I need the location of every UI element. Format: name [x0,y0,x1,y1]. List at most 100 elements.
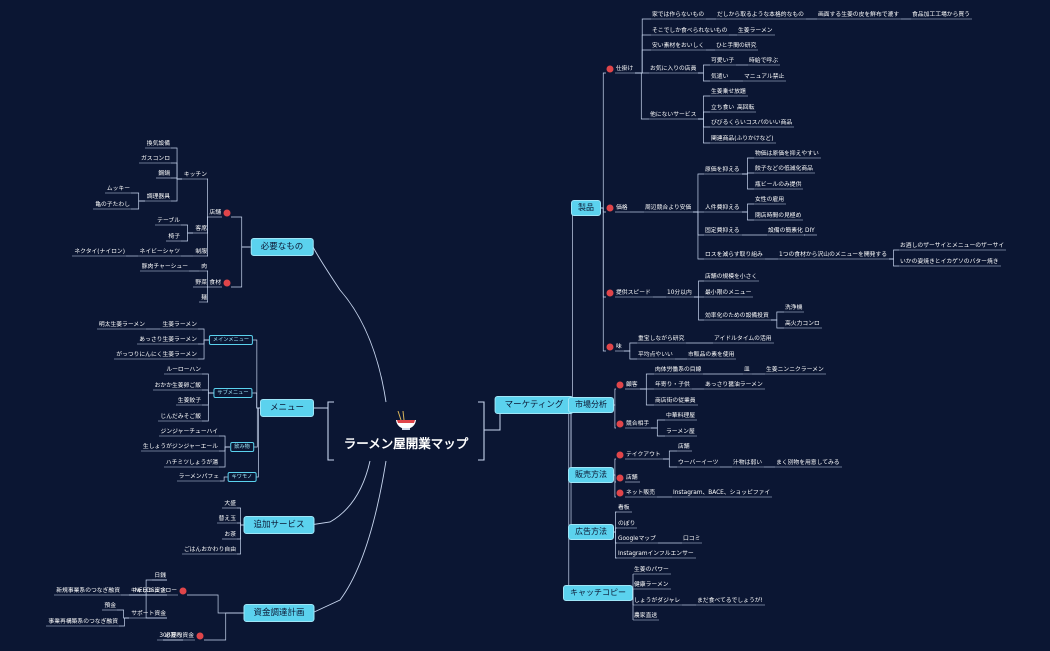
customer-item[interactable]: 肉体労働系の目線 [655,367,702,373]
ad-item[interactable]: 口コミ [683,536,701,542]
shikake-item[interactable]: 生姜乗せ放題 [711,89,746,95]
store-item[interactable]: 亀の子たわし [95,202,130,208]
price-item[interactable]: 物価は原価を抑えやすい [755,151,819,157]
price-item[interactable]: 閉店時間の見極め [755,213,802,219]
shikake-item[interactable]: 立ち食い [711,105,735,111]
taste-item[interactable]: 市販品の素を使用 [688,352,735,358]
takeout-item[interactable]: 店舗 [678,444,690,450]
main-menu-item[interactable]: あっさり生姜ラーメン [139,337,197,343]
speed-item[interactable]: 洗浄機 [785,305,803,311]
main-menu-item[interactable]: がっつりにんにく生姜ラーメン [116,352,197,358]
main-menu-item[interactable]: 生姜ラーメン [162,322,197,328]
shikake-item[interactable]: そこでしか食べられないもの [652,28,728,34]
drink-node[interactable]: 飲み物 [230,442,254,452]
competitor-item[interactable]: ラーメン屋 [666,429,695,435]
catch-copy-node[interactable]: キャッチコピー [563,585,633,601]
copy-item[interactable]: 農家直送 [634,613,658,619]
service-item[interactable]: お茶 [224,532,236,538]
shikake-item[interactable]: 時給で呼ぶ [749,58,778,64]
price-item[interactable]: 設備の簡素化 [768,228,803,234]
shikake-item[interactable]: 関連商品(ふりかけなど) [711,136,774,142]
copy-item[interactable]: 生姜のパワー [634,567,669,573]
ingredient-item[interactable]: 麺 [201,295,207,301]
shikake-item[interactable]: ひと手間の研究 [716,43,757,49]
speed-item[interactable]: 効率化のための設備投資 [705,313,769,319]
copy-item[interactable]: しょうがダジャレ [634,598,681,604]
ad-item[interactable]: Googleマップ [618,536,656,542]
store-sales-node[interactable]: 店舗 [626,475,638,481]
store-item[interactable]: テーブル [157,218,180,224]
takeout-item[interactable]: まく別物を用意してみる [776,460,840,466]
ad-method-node[interactable]: 広告方法 [568,524,614,540]
side-menu-node[interactable]: サブメニュー [213,388,253,398]
market-analysis-node[interactable]: 市場分析 [568,397,614,413]
cashflow-item[interactable]: 新規事業系のつなぎ融資 [56,588,120,594]
ad-item[interactable]: 看板 [618,505,630,511]
drink-item[interactable]: ジンジャーチューハイ [160,429,218,435]
service-item[interactable]: ごはんおかわり自由 [183,547,236,553]
drink-item[interactable]: 生しょうがジンジャーエール [142,444,218,450]
takeout-item[interactable]: 汁物は弱い [733,460,762,466]
customer-item[interactable]: 年寄り・子供 [655,382,690,388]
price-item[interactable]: お酒しのザーサイとメニューのザーサイ [900,243,1005,249]
cashflow-item[interactable]: 日銭 [154,573,166,579]
store-item[interactable]: 客席 [195,226,207,232]
marketing-node[interactable]: マーケティング [494,396,574,414]
side-menu-item[interactable]: じんだみそご飯 [160,414,201,420]
service-item[interactable]: 替え玉 [218,516,236,522]
shikake-item[interactable]: 画面する生姜の皮を鮮布で漉す [818,12,900,18]
shikake-item[interactable]: マニュアル禁止 [744,74,785,80]
price-item[interactable]: 人件費抑える [705,205,740,211]
drink-item[interactable]: ハチミツしょうが湯 [165,460,218,466]
side-menu-item[interactable]: おかか生姜卵ご飯 [154,383,201,389]
customer-item[interactable]: あっさり醤油ラーメン [705,382,763,388]
price-item[interactable]: ロスを減らす取り組み [705,252,763,258]
product-node[interactable]: 製品 [571,200,601,216]
main-menu-node[interactable]: メインメニュー [208,335,254,345]
ingredient-item[interactable]: 野菜 [195,280,207,286]
customer-item[interactable]: 商店街の従業員 [655,398,696,404]
store-item[interactable]: ムッキー [106,186,130,192]
store-item[interactable]: 換気設備 [146,141,170,147]
taste-node[interactable]: 味 [616,344,622,350]
speed-node[interactable]: 提供スピード [616,290,651,296]
shikake-item[interactable]: 安い素材をおいしく [652,43,705,49]
shikake-item[interactable]: 食品加工工場から買う [912,12,970,18]
price-item[interactable]: 1つの食材から沢山のメニューを開発する [779,252,888,258]
ingredient-item[interactable]: 豚肉チャーシュー [141,264,188,270]
online-sales-node[interactable]: ネット販売 [626,490,655,496]
shikake-item[interactable]: 気遣い [711,74,729,80]
price-item[interactable]: 固定費抑える [705,228,740,234]
required-funds-node[interactable]: 必要な資金 [165,633,194,639]
price-item[interactable]: いかの姿焼きとイカゲソのバター焼き [900,259,999,265]
competitor-node[interactable]: 競合相手 [626,421,650,427]
price-item[interactable]: 瓶ビールのみ提供 [755,182,802,188]
taste-item[interactable]: 重宝しながら研究 [638,336,685,342]
customer-item[interactable]: 生姜ニンニクラーメン [766,367,824,373]
copy-item[interactable]: まだ食べてるでしょうが! [697,598,763,604]
shikake-item[interactable]: お気に入りの店員 [650,66,697,72]
takeout-item[interactable]: ウーバーイーツ [678,460,719,466]
shikake-item[interactable]: 高回転 [737,105,755,111]
store-item[interactable]: 鋼鍋 [158,171,170,177]
takeout-node[interactable]: テイクアウト [626,452,661,458]
sales-method-node[interactable]: 販売方法 [568,467,614,483]
cashflow-item[interactable]: 預金 [104,603,116,609]
taste-item[interactable]: 平均点やいい [638,352,673,358]
customer-node[interactable]: 顧客 [626,382,638,388]
ingredients-node[interactable]: 食材 [209,280,221,286]
ingredient-item[interactable]: 肉 [201,264,207,270]
taste-item[interactable]: アイドルタイムの活用 [714,336,772,342]
store-item[interactable]: キッチン [183,172,207,178]
store-item[interactable]: ネクタイ(ナイロン) [74,249,125,255]
cashflow-node[interactable]: キャッシュフロー [130,588,177,594]
copy-item[interactable]: 健康ラーメン [634,582,669,588]
price-item[interactable]: 餃子などの低減化商品 [755,166,813,172]
ad-item[interactable]: Instagramインフルエンサー [618,551,694,557]
needs-store-node[interactable]: 店舗 [209,210,221,216]
store-item[interactable]: 調理器具 [146,194,170,200]
speed-item[interactable]: 店舗の規模を小さく [705,274,758,280]
price-item[interactable]: 原価を抑える [705,167,740,173]
side-menu-item[interactable]: ルーローハン [166,367,201,373]
store-item[interactable]: ガスコンロ [141,156,170,162]
